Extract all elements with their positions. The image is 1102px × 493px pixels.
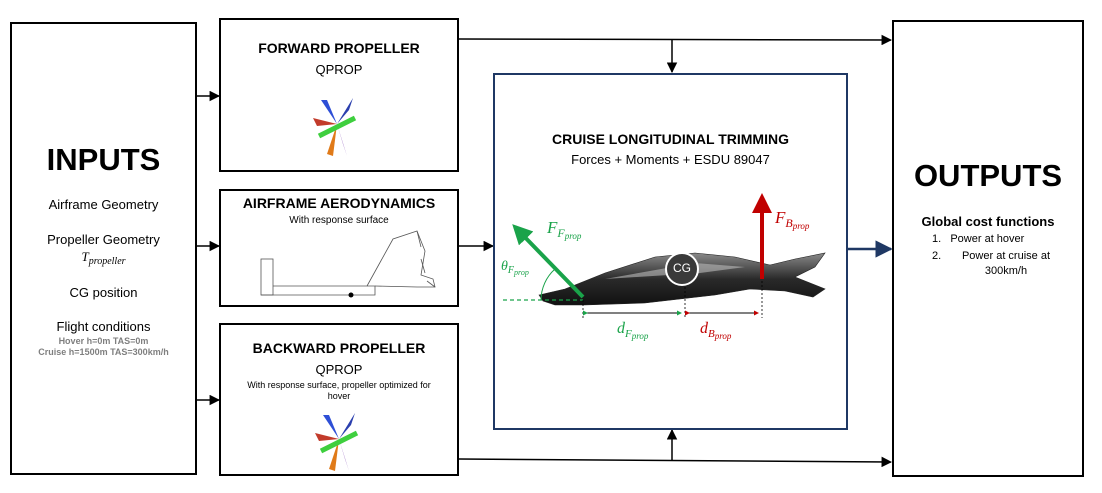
forward-force-arrow [512,224,585,299]
inputs-box: INPUTS Airframe Geometry Propeller Geome… [10,22,197,475]
inputs-title: INPUTS [46,142,161,177]
forward-propeller-icon [313,98,357,156]
arrow-forward-to-outputs [458,34,893,46]
backward-propeller-note: With response surface, propeller optimiz… [247,380,431,401]
thrust-propeller-symbol: Tpropeller [81,249,126,267]
backward-propeller-title: BACKWARD PROPELLER [252,340,426,356]
airframe-aerodynamics-box: AIRFRAME AERODYNAMICS With response surf… [219,189,459,307]
output-item-1: 1. Power at hover [932,233,1025,245]
backward-propeller-subtitle: QPROP [315,362,363,377]
distance-forward-label: dFprop [617,320,649,341]
trimming-subtitle: Forces + Moments + ESDU 89047 [571,152,770,167]
input-item-flight-conditions: Flight conditions [56,319,151,334]
backward-propeller-box: BACKWARD PROPELLER QPROP With response s… [219,323,459,476]
theta-forward-label: θFprop [501,259,529,277]
outputs-title: OUTPUTS [913,158,1063,193]
arrow-backward-to-outputs [458,456,893,468]
forward-propeller-title: FORWARD PROPELLER [258,40,420,56]
outputs-heading: Global cost functions [921,214,1055,229]
force-backward-label: FBprop [775,208,810,231]
force-forward-label: FFprop [547,218,582,241]
forward-propeller-box: FORWARD PROPELLER QPROP [219,18,459,172]
input-item-propeller-geometry: Propeller Geometry [47,232,160,247]
output-item-2: 2.Power at cruise at 300km/h [932,250,1051,277]
backward-propeller-icon [315,413,359,471]
cg-label: CG [673,261,691,275]
cg-marker [665,252,699,286]
airframe-subtitle: With response surface [289,215,389,226]
cruise-trimming-box: CRUISE LONGITUDINAL TRIMMING Forces + Mo… [493,73,848,430]
input-item-cg-position: CG position [69,285,138,300]
input-item-airframe-geometry: Airframe Geometry [48,197,159,212]
distance-backward-label: dBprop [700,320,732,341]
forward-propeller-subtitle: QPROP [315,62,363,77]
theta-forward-arc [540,268,556,301]
airframe-planform-drawing [260,230,436,298]
airframe-title: AIRFRAME AERODYNAMICS [242,195,436,211]
trimming-title: CRUISE LONGITUDINAL TRIMMING [552,131,789,147]
flight-condition-hover: Hover h=0m TAS=0m [58,336,149,346]
outputs-box: OUTPUTS Global cost functions 1. Power a… [892,20,1084,477]
flight-condition-cruise: Cruise h=1500m TAS=300km/h [38,347,169,357]
aircraft-diagram [503,193,826,318]
